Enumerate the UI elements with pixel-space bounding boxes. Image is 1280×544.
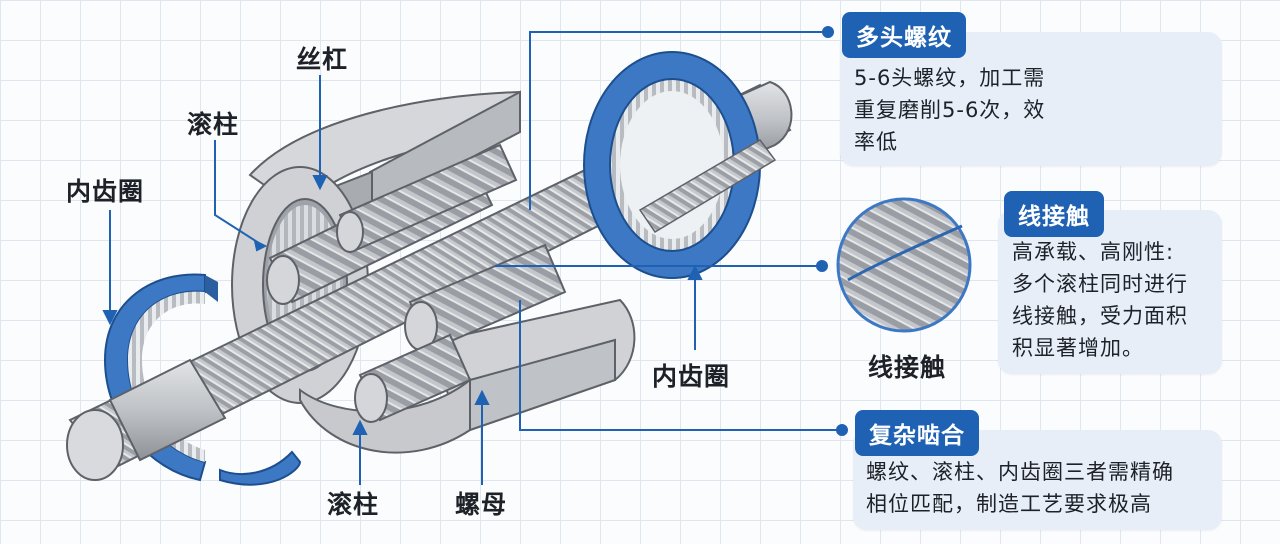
callout-body-multi-start: 5-6头螺纹，加工需 重复磨削5-6次，效 率低 — [854, 62, 1084, 158]
label-nut: 螺母 — [455, 490, 508, 519]
callout-title-line-contact: 线接触 — [1004, 191, 1104, 237]
callout-line: 多个滚柱同时进行 — [1012, 272, 1188, 296]
roller-2 — [336, 143, 518, 253]
label-ring-gear-left: 内齿圈 — [66, 177, 145, 206]
callout-line: 相位匹配，制造工艺要求极高 — [866, 492, 1152, 516]
label-line-contact-caption: 线接触 — [868, 353, 947, 382]
label-ring-gear-right: 内齿圈 — [652, 362, 731, 391]
callout-title-multi-start: 多头螺纹 — [842, 12, 966, 58]
callout-line: 重复磨削5-6次，效 — [854, 98, 1046, 122]
callout-line: 螺纹、滚柱、内齿圈三者需精确 — [866, 460, 1174, 484]
callout-body-complex-meshing: 螺纹、滚柱、内齿圈三者需精确 相位匹配，制造工艺要求极高 — [866, 456, 1218, 520]
callout-title-complex-meshing: 复杂啮合 — [855, 410, 979, 456]
roller-3 — [404, 243, 567, 352]
roller-4 — [354, 333, 472, 423]
label-roller-bottom: 滚柱 — [327, 490, 380, 519]
callout-body-line-contact: 高承载、高刚性: 多个滚柱同时进行 线接触，受力面积 积显著增加。 — [1012, 236, 1217, 364]
callout-panel-line-contact — [998, 210, 1222, 374]
callout-line: 5-6头螺纹，加工需 — [854, 66, 1046, 90]
label-roller-top: 滚柱 — [187, 110, 240, 139]
callout-line: 线接触，受力面积 — [1012, 304, 1188, 328]
leader-lines — [102, 26, 848, 485]
callout-line: 积显著增加。 — [1012, 336, 1144, 360]
label-lead-screw: 丝杠 — [296, 45, 349, 74]
callout-line: 高承载、高刚性: — [1012, 240, 1175, 264]
line-contact-magnifier — [836, 197, 972, 333]
callout-line: 率低 — [854, 130, 898, 154]
ring-gear-right — [583, 51, 777, 279]
